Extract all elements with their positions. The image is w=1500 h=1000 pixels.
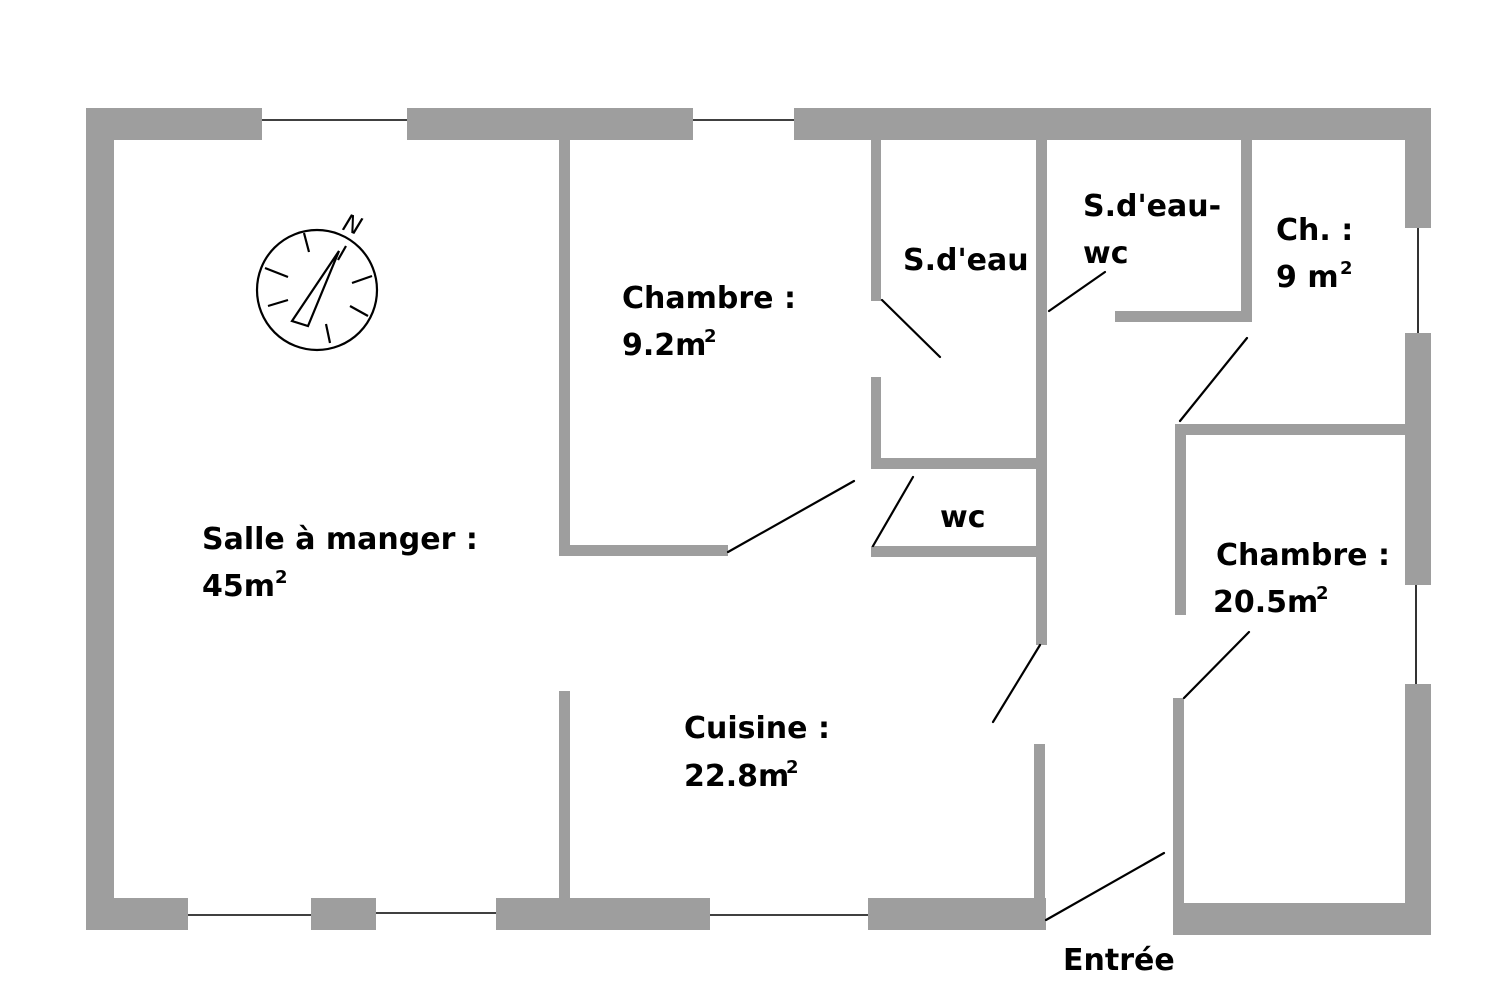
compass-needle	[290, 250, 341, 328]
room-salle-a-manger-area: 45m	[202, 569, 275, 604]
compass-north-label: N	[339, 209, 365, 241]
wall-top-3	[794, 108, 1431, 140]
entrance-label: Entrée	[1063, 943, 1175, 978]
door-ch-small	[1178, 336, 1249, 423]
room-ch-small: Ch. : 9 m 2	[1276, 213, 1353, 295]
room-salle-a-manger-name: Salle à manger :	[202, 522, 478, 557]
room-sdeau-wc: S.d'eau- wc	[1083, 189, 1221, 271]
wall-chambre2-left-lower	[1173, 698, 1184, 928]
room-ch-small-name: Ch. :	[1276, 213, 1353, 248]
door-chambre2	[1182, 630, 1251, 700]
room-chambre-1-name: Chambre :	[622, 281, 796, 316]
wall-sdeauwc-right	[1241, 138, 1252, 322]
room-chambre-2-name: Chambre :	[1216, 538, 1390, 573]
wall-chambre1-left	[559, 138, 570, 556]
wall-sdeau-bottom	[871, 458, 1043, 469]
compass-icon: N	[255, 209, 379, 352]
wall-top-1	[86, 108, 262, 140]
room-wc: wc	[940, 500, 986, 535]
door-cuisine	[991, 643, 1042, 724]
door-sdeauwc	[1047, 270, 1107, 313]
wall-corridor-left	[1036, 138, 1047, 645]
wall-corridor-left-lower	[1034, 744, 1045, 904]
wall-chambre2-left-upper	[1175, 424, 1186, 615]
wall-right-3	[1405, 684, 1431, 935]
room-sdeau: S.d'eau	[903, 243, 1029, 278]
room-ch-small-area: 9 m	[1276, 260, 1339, 295]
room-salle-a-manger-sup: 2	[275, 567, 288, 588]
wall-bottom-3	[496, 898, 710, 930]
room-wc-name: wc	[940, 500, 986, 535]
room-sdeau-wc-name: S.d'eau-	[1083, 189, 1221, 224]
wall-left	[86, 108, 114, 930]
wall-right-1	[1405, 108, 1431, 228]
wall-bottom-4	[868, 898, 1046, 930]
room-chambre-2-area: 20.5m	[1213, 585, 1318, 620]
interior-walls	[559, 138, 1415, 928]
door-entree	[1044, 851, 1166, 922]
wall-salle-cuisine	[559, 691, 570, 901]
doors	[726, 270, 1251, 922]
wall-chambre2-top	[1175, 424, 1415, 435]
wall-sdeau-left-lower	[871, 377, 881, 469]
wall-bottom-5	[1173, 903, 1431, 935]
room-cuisine-name: Cuisine :	[684, 711, 830, 746]
wall-chambre1-bottom	[559, 545, 728, 556]
wall-sdeauwc-bottom	[1115, 311, 1252, 322]
wall-top-2	[407, 108, 693, 140]
door-wc	[871, 475, 915, 548]
room-sdeau-name: S.d'eau	[903, 243, 1029, 278]
wall-sdeau-left-upper	[871, 138, 881, 301]
room-ch-small-sup: 2	[1340, 258, 1353, 279]
door-chambre1	[726, 479, 856, 554]
room-salle-a-manger: Salle à manger : 45m 2	[202, 522, 478, 604]
room-cuisine-area: 22.8m	[684, 759, 789, 794]
wall-bottom-1	[86, 898, 188, 930]
door-sdeau	[880, 298, 942, 359]
room-chambre-1-sup: 2	[704, 326, 717, 347]
room-sdeau-wc-name-2: wc	[1083, 236, 1129, 271]
room-cuisine: Cuisine : 22.8m 2	[684, 711, 830, 794]
room-chambre-1-area: 9.2m	[622, 328, 706, 363]
room-chambre-2: Chambre : 20.5m 2	[1213, 538, 1390, 620]
exterior-walls	[86, 108, 1431, 935]
wall-bottom-2	[311, 898, 376, 930]
wall-right-2	[1405, 333, 1431, 585]
room-cuisine-sup: 2	[786, 757, 799, 778]
windows	[188, 119, 1419, 916]
room-chambre-2-sup: 2	[1316, 583, 1329, 604]
wall-wc-bottom	[871, 546, 1043, 557]
room-chambre-1: Chambre : 9.2m 2	[622, 281, 796, 363]
